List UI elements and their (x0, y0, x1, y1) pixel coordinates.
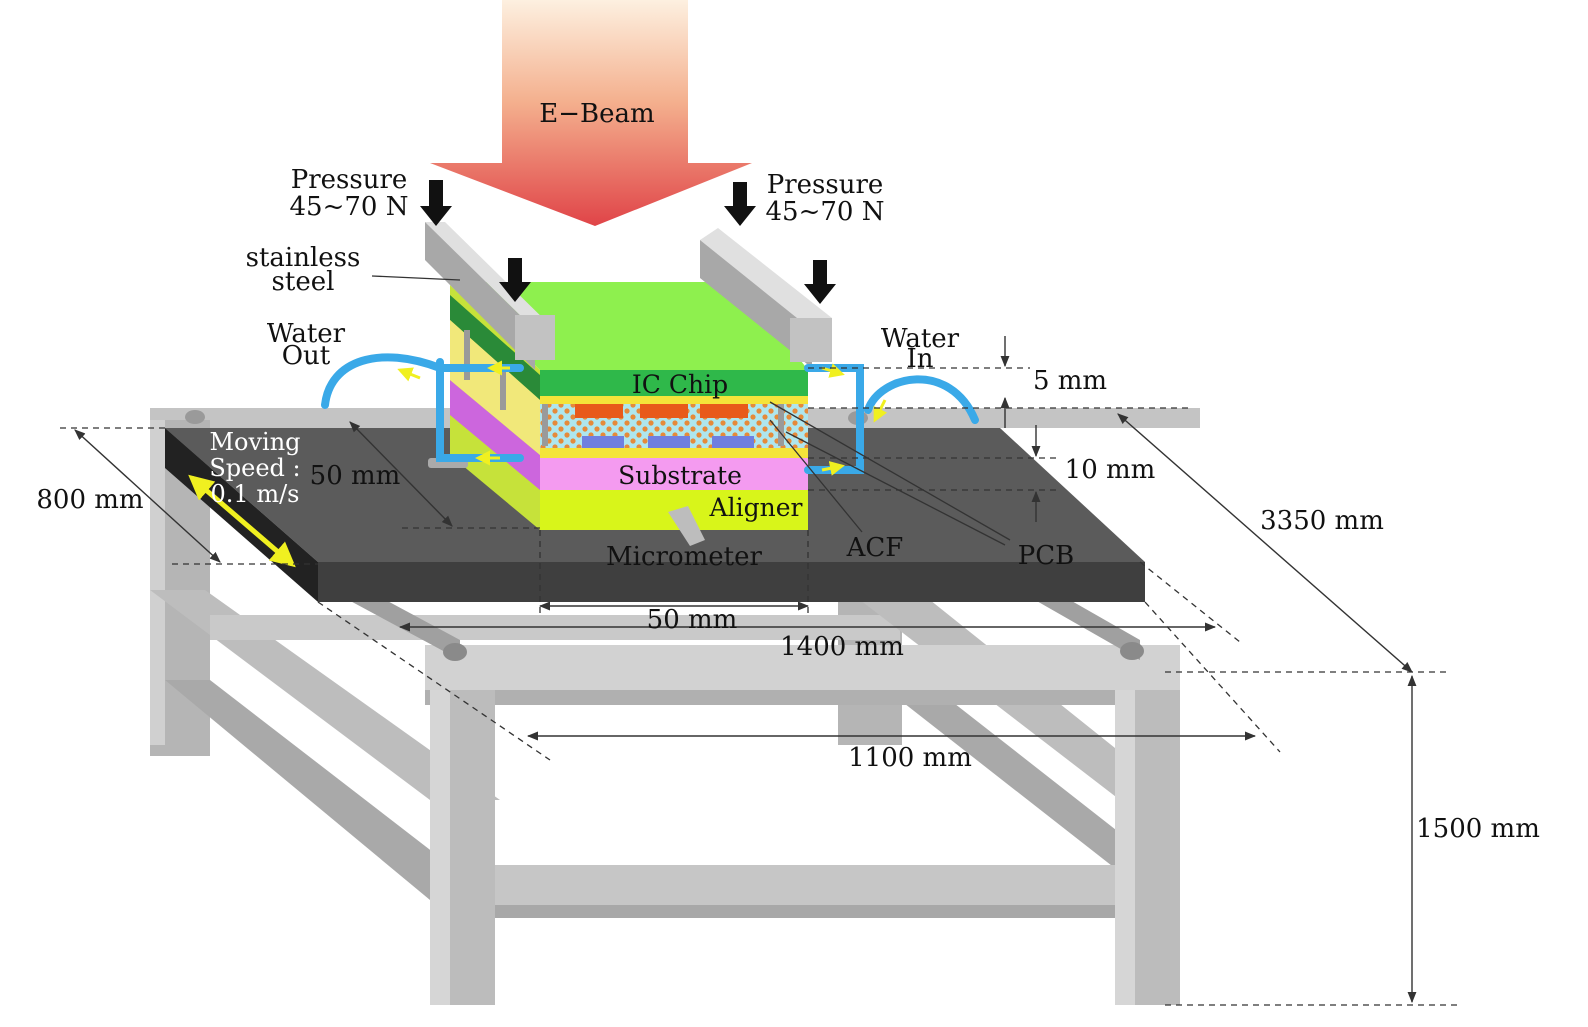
substrate-label: Substrate (618, 461, 742, 490)
dimension-1500mm: 1500 mm (1416, 814, 1540, 844)
micrometer-label: Micrometer (606, 542, 762, 572)
pressure-left-label-line2: 45~70 N (290, 192, 409, 222)
water-in-label-line1: Water (881, 324, 960, 354)
stainless-steel-clamps (425, 222, 832, 370)
dimension-5mm: 5 mm (1033, 366, 1107, 396)
dimension-3350mm: 3350 mm (1260, 506, 1384, 536)
water-out-label-line2: Out (282, 341, 331, 371)
dimension-10mm: 10 mm (1065, 455, 1156, 485)
acf-label: ACF (846, 533, 904, 563)
dimension-1400mm: 1400 mm (780, 632, 904, 662)
moving-speed-label-line3: 0.1 m/s (211, 480, 300, 508)
dimension-800mm: 800 mm (36, 485, 143, 515)
pressure-left-label-line1: Pressure (291, 165, 408, 195)
pressure-right-label-line1: Pressure (767, 170, 884, 200)
ebeam-label: E−Beam (539, 99, 654, 129)
stainless-label-line2: steel (272, 267, 335, 297)
dimension-50mm-depth: 50 mm (310, 461, 401, 491)
water-out-label-line1: Water (267, 319, 346, 349)
leader-lines (371, 275, 1011, 546)
moving-speed-label-line1: Moving (209, 428, 300, 456)
pressure-right-label-line2: 45~70 N (766, 197, 885, 227)
moving-speed-label-line2: Speed : (209, 454, 300, 482)
dimension-1100mm: 1100 mm (848, 743, 972, 773)
water-in-label-line2: In (906, 344, 933, 374)
dimension-lines (60, 336, 1460, 1006)
table-frame (150, 408, 1200, 1005)
pressure-arrows (420, 180, 836, 304)
stainless-label-line1: stainless (246, 243, 361, 273)
dimension-50mm-width: 50 mm (647, 605, 738, 635)
water-flow-arrows (397, 360, 888, 476)
ic-chip-label: IC Chip (632, 370, 728, 399)
aligner-label: Aligner (709, 493, 803, 522)
ebeam-arrow (430, 0, 752, 226)
pcb-label: PCB (1018, 541, 1075, 571)
